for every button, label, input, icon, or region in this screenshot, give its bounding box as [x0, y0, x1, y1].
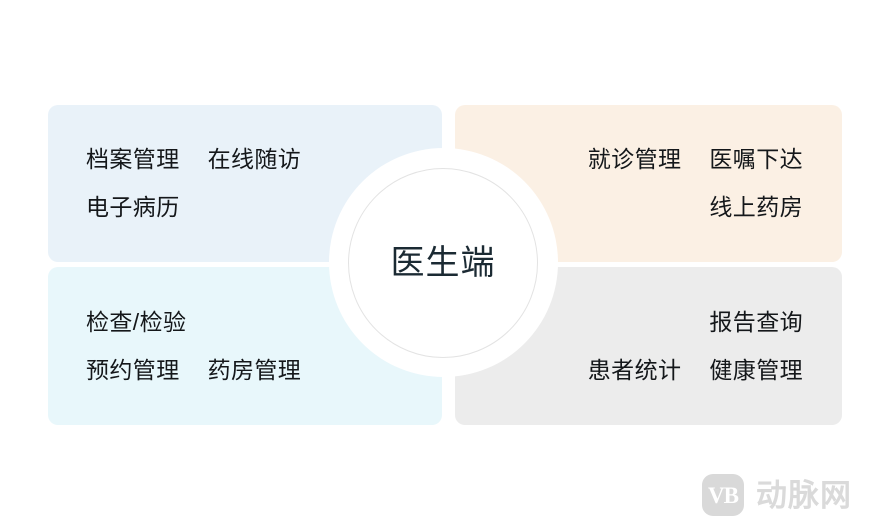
watermark-logo: VB 动脉网 [702, 474, 852, 516]
vb-logo-icon: VB [702, 474, 744, 516]
capability-tag: 线上药房 [709, 194, 803, 220]
panel-top-right-row-2: 线上药房 [709, 184, 803, 232]
capability-tag: 电子病历 [86, 194, 180, 220]
panel-bottom-left-row-1: 检查/检验 [86, 298, 186, 346]
panel-bottom-right-row-2: 患者统计 健康管理 [588, 346, 803, 394]
capability-tag: 档案管理 [86, 146, 180, 172]
brand-name: 动脉网 [756, 477, 852, 513]
vb-logo-text: VB [708, 482, 739, 508]
hub-label: 医生端 [390, 244, 496, 282]
panel-top-right-row-1: 就诊管理 医嘱下达 [588, 136, 803, 184]
panel-top-left-row-2: 电子病历 [86, 184, 180, 232]
center-hub-circle: 医生端 [348, 168, 538, 358]
capability-tag: 健康管理 [709, 356, 803, 383]
capability-tag: 检查/检验 [86, 308, 187, 335]
capability-tag: 报告查询 [709, 308, 803, 335]
capability-tag: 药房管理 [207, 356, 302, 383]
capability-tag: 医嘱下达 [709, 146, 803, 172]
panel-bottom-left-row-2: 预约管理 药房管理 [86, 346, 301, 394]
capability-tag: 患者统计 [587, 356, 682, 383]
capability-tag: 预约管理 [86, 356, 180, 383]
capability-tag: 就诊管理 [587, 146, 682, 172]
capability-tag: 在线随访 [207, 146, 302, 172]
panel-top-left-row-1: 档案管理 在线随访 [86, 136, 301, 184]
panel-bottom-right-row-1: 报告查询 [709, 298, 803, 346]
